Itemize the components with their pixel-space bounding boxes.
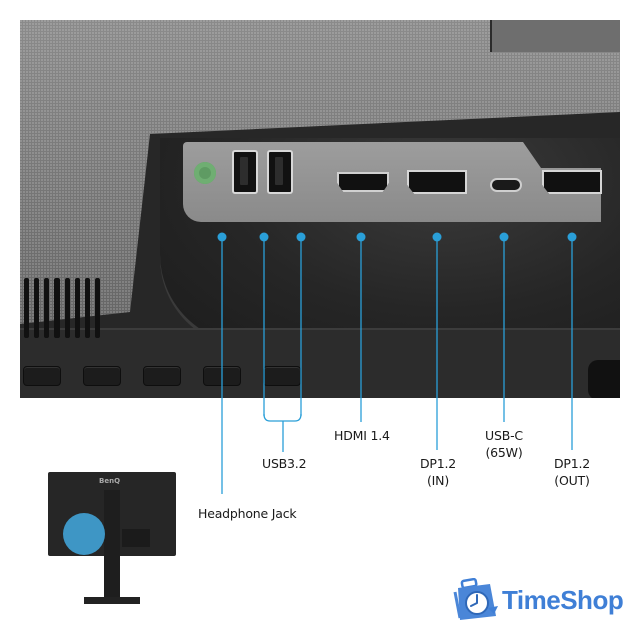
stand-knob bbox=[588, 360, 620, 398]
displayport-out-icon bbox=[542, 170, 602, 194]
thumbnail-stand-neck bbox=[104, 490, 120, 600]
label-usb: USB3.2 bbox=[262, 456, 307, 471]
ventilation-grille bbox=[24, 278, 100, 338]
usb-a-port-icon bbox=[267, 150, 293, 194]
hardware-button-5 bbox=[263, 366, 301, 386]
usb-a-port-icon bbox=[232, 150, 258, 194]
hardware-button-4 bbox=[203, 366, 241, 386]
displayport-in-icon bbox=[407, 170, 467, 194]
label-usb-c: USB-C (65W) bbox=[485, 428, 523, 460]
thumbnail-port-area bbox=[122, 529, 150, 547]
thumbnail-stand-base bbox=[84, 597, 140, 604]
stand-mount-plate bbox=[490, 20, 620, 52]
control-buttons bbox=[20, 366, 301, 386]
timeshop-watermark: TimeShop bbox=[452, 577, 624, 622]
usb-c-port-icon bbox=[490, 178, 522, 192]
thumbnail-highlight-spot bbox=[63, 513, 105, 555]
label-hdmi: HDMI 1.4 bbox=[334, 428, 390, 443]
hardware-button-2 bbox=[83, 366, 121, 386]
label-dp-out: DP1.2 (OUT) bbox=[553, 456, 591, 488]
clock-bag-icon bbox=[452, 577, 504, 622]
label-headphone-jack: Headphone Jack bbox=[198, 506, 297, 521]
thumbnail-brand-logo: BenQ bbox=[99, 477, 121, 485]
monitor-rear-photo bbox=[20, 20, 620, 398]
bottom-bezel bbox=[20, 328, 620, 398]
hdmi-port-icon bbox=[337, 172, 389, 192]
headphone-jack-icon bbox=[194, 162, 216, 184]
label-dp-in: DP1.2 (IN) bbox=[419, 456, 457, 488]
timeshop-wordmark: TimeShop bbox=[502, 584, 624, 615]
hardware-button-3 bbox=[143, 366, 181, 386]
hardware-button-1 bbox=[23, 366, 61, 386]
